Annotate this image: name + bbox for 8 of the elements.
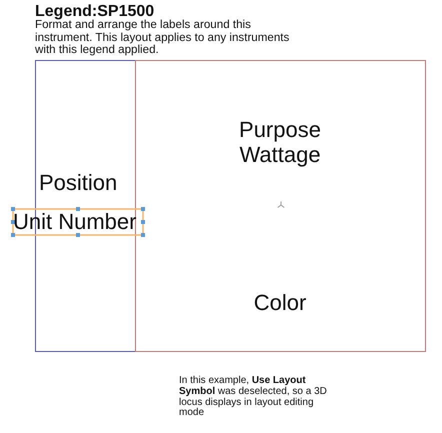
description-text: Format and arrange the labels around this instrument. This layout applies to any instruments with this legend applied. (35, 19, 290, 57)
right-label-panel (135, 60, 426, 352)
field-label: Purpose (239, 118, 321, 142)
note-text: In this example, Use Layout Symbol was deselected, so a 3D locus displays in layout editing mode (179, 376, 328, 420)
field-label: Color (254, 291, 306, 315)
field-label: Position (39, 171, 118, 195)
field-label: Wattage (239, 143, 321, 167)
legend-title: Legend:SP1500 (35, 3, 154, 20)
